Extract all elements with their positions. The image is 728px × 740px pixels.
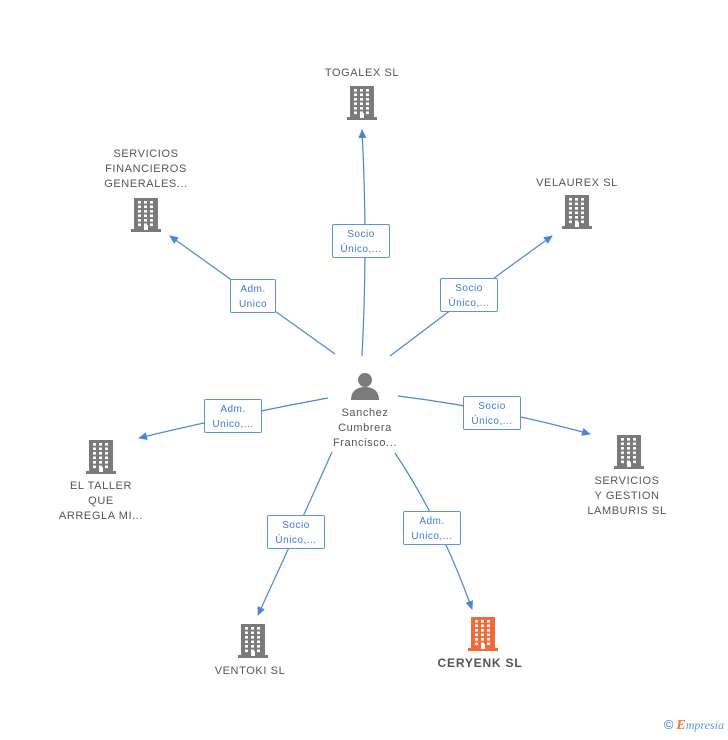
- relationship-label-ceryenk[interactable]: Adm. Unico,...: [403, 511, 461, 545]
- building-icon[interactable]: [468, 617, 498, 651]
- company-label-line: LAMBURIS SL: [587, 505, 667, 517]
- relationship-label-line: Único,...: [275, 535, 317, 546]
- company-label-line: VELAUREX SL: [536, 177, 618, 189]
- company-label-lamburis[interactable]: SERVICIOS Y GESTION LAMBURIS SL: [567, 474, 687, 519]
- building-icon[interactable]: [131, 198, 161, 232]
- copyright-symbol: ©: [663, 717, 674, 732]
- company-label-line: Y GESTION: [594, 490, 660, 502]
- relationship-label-line: Unico: [238, 299, 268, 310]
- company-label-line: SERVICIOS: [113, 148, 179, 160]
- building-icon[interactable]: [86, 440, 116, 474]
- company-label-line: EL TALLER: [69, 480, 133, 492]
- person-icon[interactable]: [350, 372, 380, 400]
- relationship-label-servicios-financieros[interactable]: Adm. Unico: [230, 279, 276, 313]
- company-label-ventoki[interactable]: VENTOKI SL: [190, 664, 310, 679]
- company-label-line: TOGALEX SL: [324, 67, 400, 79]
- relationship-label-line: Único,...: [340, 244, 382, 255]
- company-label-line: CERYENK SL: [437, 656, 523, 670]
- company-label-el-taller[interactable]: EL TALLER QUE ARREGLA MI...: [41, 479, 161, 524]
- center-label-line: Francisco...: [332, 437, 398, 449]
- relationship-label-line: Unico,...: [411, 531, 453, 542]
- relationship-label-line: Socio: [347, 229, 375, 240]
- company-label-velaurex[interactable]: VELAUREX SL: [517, 176, 637, 191]
- company-label-line: QUE: [88, 495, 114, 507]
- relationship-label-line: Adm.: [419, 516, 445, 527]
- company-label-line: VENTOKI SL: [214, 665, 286, 677]
- relationship-label-line: Único,...: [448, 298, 490, 309]
- building-icon[interactable]: [347, 86, 377, 120]
- center-person-label[interactable]: Sanchez Cumbrera Francisco...: [315, 406, 415, 451]
- company-label-line: GENERALES...: [104, 178, 188, 190]
- relationship-label-line: Socio: [282, 520, 310, 531]
- relationship-label-line: Único,...: [471, 416, 513, 427]
- company-label-line: SERVICIOS: [594, 475, 660, 487]
- company-label-togalex[interactable]: TOGALEX SL: [302, 66, 422, 81]
- brand-initial: E: [676, 718, 686, 733]
- relationship-label-line: Unico,...: [212, 419, 254, 430]
- building-icon[interactable]: [238, 624, 268, 658]
- company-label-line: ARREGLA MI...: [58, 510, 144, 522]
- relationship-label-line: Adm.: [240, 284, 266, 295]
- center-label-line: Cumbrera: [338, 422, 392, 434]
- building-icon[interactable]: [562, 195, 592, 229]
- company-label-servicios-financieros[interactable]: SERVICIOS FINANCIEROS GENERALES...: [86, 147, 206, 192]
- center-label-line: Sanchez: [341, 407, 389, 419]
- brand-name: mpresia: [685, 718, 724, 732]
- relationship-label-line: Adm.: [220, 404, 246, 415]
- company-label-ceryenk[interactable]: CERYENK SL: [420, 656, 540, 671]
- relationship-label-line: Socio: [455, 283, 483, 294]
- relationship-label-line: Socio: [478, 401, 506, 412]
- building-icon[interactable]: [614, 435, 644, 469]
- company-label-line: FINANCIEROS: [105, 163, 187, 175]
- relationship-label-el-taller[interactable]: Adm. Unico,...: [204, 399, 262, 433]
- footer-brand[interactable]: © Empresia: [664, 717, 724, 734]
